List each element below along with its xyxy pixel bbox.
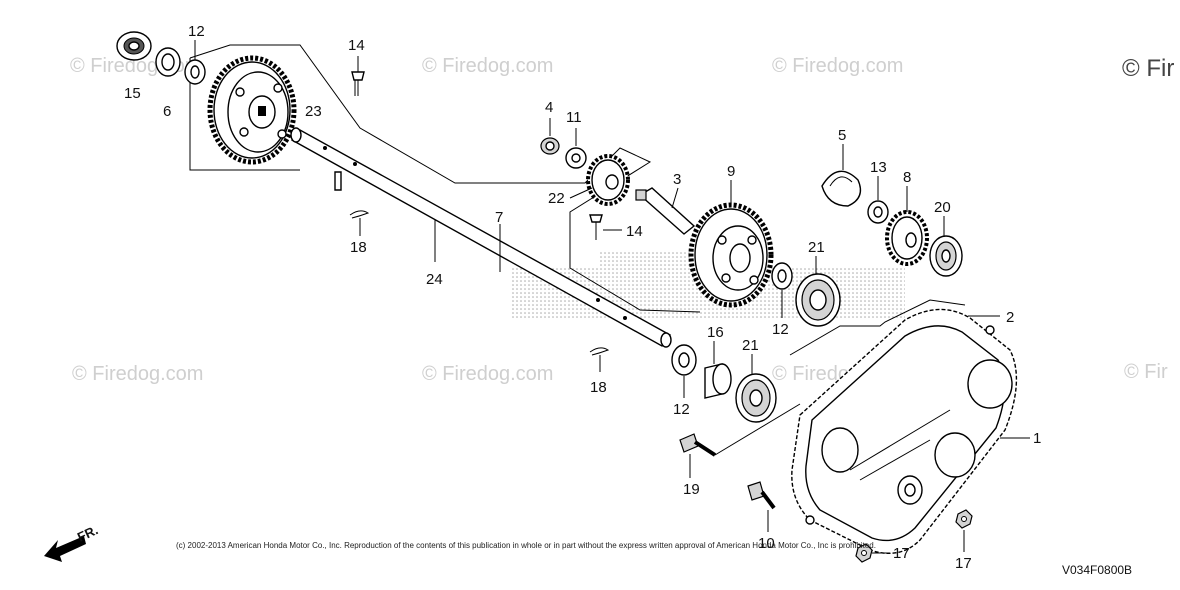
callout-4: 4	[545, 99, 553, 116]
shaft-3	[635, 187, 696, 235]
callout-19: 19	[683, 481, 700, 498]
watermark-corner: © Fir	[1122, 55, 1174, 82]
gear-case-1	[791, 308, 1018, 554]
callout-5: 5	[838, 127, 846, 144]
leader-19	[714, 403, 801, 456]
seal-6	[155, 47, 181, 77]
watermark: © Firedog.com	[422, 55, 553, 77]
callout-12: 12	[188, 23, 205, 40]
callout-3: 3	[673, 171, 681, 188]
bearing-21	[795, 273, 841, 327]
watermark: © Firedog.com	[72, 363, 203, 385]
nut-17	[855, 543, 873, 563]
callout-10: 10	[758, 535, 775, 552]
callout-8: 8	[903, 169, 911, 186]
nut-4	[540, 137, 560, 155]
snap-pin-18	[349, 210, 370, 236]
washer-11	[565, 147, 587, 169]
callout-21-lower: 21	[742, 337, 759, 354]
nut-17-right	[955, 509, 973, 529]
callout-13: 13	[870, 159, 887, 176]
gear-23	[207, 55, 297, 165]
watermark-edge: © Fir	[1124, 361, 1168, 383]
washer-12-mid	[771, 262, 793, 290]
callout-11: 11	[566, 109, 582, 126]
front-direction-arrow: FR.	[44, 522, 100, 562]
pin-14	[351, 71, 365, 96]
callout-15: 15	[124, 85, 141, 102]
callout-18: 18	[350, 239, 367, 256]
callout-23: 23	[305, 103, 322, 120]
bolt-10	[747, 481, 776, 510]
bearing-21-lower	[735, 373, 777, 423]
leader-3	[671, 187, 679, 209]
callout-18-lower: 18	[590, 379, 607, 396]
snap-pin-18-lower	[589, 347, 610, 372]
bearing-20	[929, 235, 963, 277]
bolt-19	[679, 433, 717, 457]
callout-14-mid: 14	[626, 223, 643, 240]
gear-9	[688, 202, 774, 308]
group-outline-right	[789, 299, 966, 356]
bearing-15	[116, 31, 152, 61]
collar-16	[704, 363, 732, 399]
callout-7: 7	[495, 209, 503, 226]
seal-5	[821, 170, 862, 207]
callout-12-lower: 12	[673, 401, 690, 418]
watermark: © Firedog.com	[772, 55, 903, 77]
callout-17-right: 17	[955, 555, 972, 572]
diagram-code: V034F0800B	[1062, 563, 1132, 577]
gear-22	[586, 154, 630, 206]
pin-14-mid	[589, 214, 603, 240]
callout-16: 16	[707, 324, 724, 341]
callout-9: 9	[727, 163, 735, 180]
group-outline-gear-left	[189, 58, 300, 171]
washer-12-lower	[671, 344, 697, 376]
watermark: © Firedog.com	[422, 363, 553, 385]
callout-12-mid: 12	[772, 321, 789, 338]
leader-22	[569, 187, 593, 199]
washer-13	[867, 200, 889, 224]
callout-17: 17	[893, 545, 910, 562]
callout-20: 20	[934, 199, 951, 216]
shaft-7	[290, 127, 672, 348]
callout-22: 22	[548, 190, 565, 207]
copyright-notice: (c) 2002-2013 American Honda Motor Co., …	[176, 541, 876, 550]
callout-6: 6	[163, 103, 171, 120]
callout-1: 1	[1033, 430, 1041, 447]
washer-12	[184, 59, 206, 85]
callout-21: 21	[808, 239, 825, 256]
callout-24: 24	[426, 271, 443, 288]
callout-14: 14	[348, 37, 365, 54]
gear-8	[885, 210, 929, 266]
callout-2: 2	[1006, 309, 1014, 326]
svg-text:FR.: FR.	[75, 522, 100, 544]
